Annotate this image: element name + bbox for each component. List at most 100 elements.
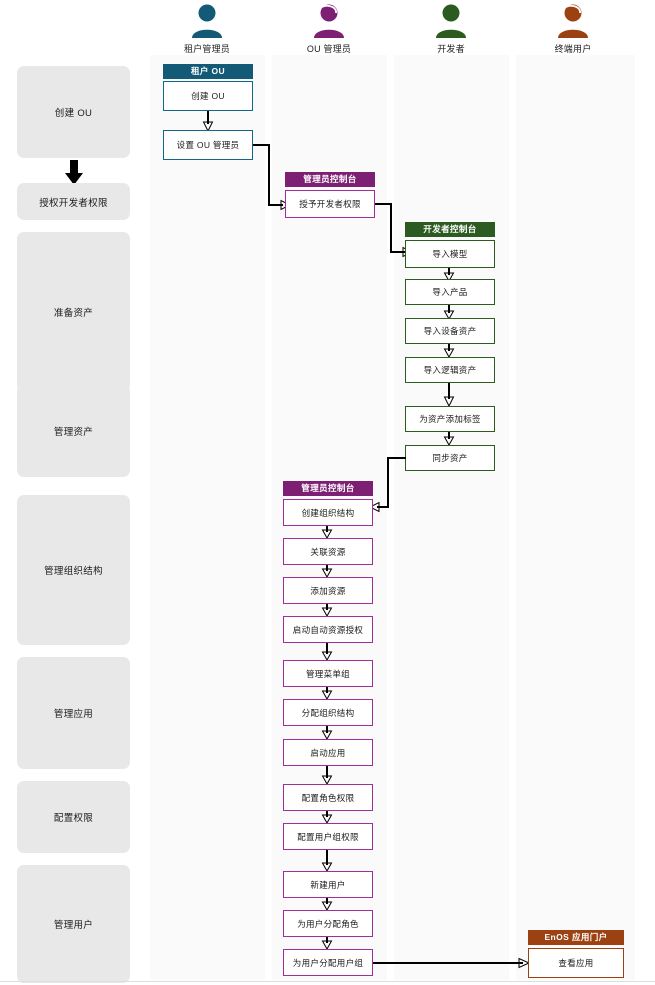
connector-create-user-to-assign-role-to-user [321,898,333,912]
node-launch-app[interactable]: 启动应用 [283,739,373,766]
connector-create-ou-to-set-ou-admin [202,111,214,133]
phase-label: 准备资产 [53,308,94,319]
node-grant-developer-permission[interactable]: 授予开发者权限 [285,190,375,218]
connector-configure-usergroup-permission-to-create-user [321,850,333,873]
node-set-ou-admin[interactable]: 设置 OU 管理员 [163,130,253,160]
node-enable-auto-resource-auth[interactable]: 启动自动资源授权 [283,616,373,643]
connector-create-org-structure-to-associate-resource [321,526,333,540]
connector-assign-org-structure-to-launch-app [321,726,333,741]
phase-configure-permissions: 配置权限 [17,781,130,853]
node-create-user[interactable]: 新建用户 [283,871,373,898]
lane-label: 租户管理员 [183,44,230,54]
node-label: 查看应用 [558,958,594,968]
lane-label: 终端用户 [554,44,592,54]
lane-header-developer: 开发者 [401,2,501,55]
phase-label: 管理组织结构 [44,566,103,577]
group-header-label: 租户 OU [190,66,226,76]
node-sync-asset[interactable]: 同步资产 [405,445,495,471]
node-label: 创建 OU [191,91,225,101]
phase-create-ou: 创建 OU [17,66,130,158]
node-label: 导入产品 [432,287,468,297]
node-label: 导入模型 [432,249,468,259]
node-label: 导入设备资产 [423,326,477,336]
connector-import-logical-asset-to-add-asset-tag [443,383,455,408]
connector-import-product-to-import-device-asset [443,305,455,321]
connector-enable-auto-resource-auth-to-manage-menu-group [321,643,333,662]
phase-label: 授权开发者权限 [39,197,108,209]
node-label: 新建用户 [310,879,346,890]
connector-assign-usergroup-to-user-to-view-app [373,957,531,969]
node-label: 设置 OU 管理员 [176,140,240,150]
connector-associate-resource-to-add-resource [321,565,333,579]
connector-add-resource-to-enable-auto-resource-auth [321,604,333,618]
group-header-label: 开发者控制台 [423,224,477,234]
lane-developer [394,55,509,980]
node-associate-resource[interactable]: 关联资源 [283,538,373,565]
group-header-developer-console: 开发者控制台 [405,222,495,237]
phase-grant-developer-permission: 授权开发者权限 [17,183,130,220]
node-manage-menu-group[interactable]: 管理菜单组 [283,660,373,687]
node-add-asset-tag[interactable]: 为资产添加标签 [405,406,495,432]
node-label: 分配组织结构 [301,707,355,718]
node-label: 为用户分配角色 [297,918,359,929]
person-icon [314,4,344,38]
group-header-admin-console-main: 管理员控制台 [283,481,373,496]
connector-import-device-asset-to-import-logical-asset [443,344,455,359]
lane-end-user [516,55,635,980]
lane-label: OU 管理员 [306,44,352,54]
connector-sync-asset-to-create-org-structure [368,457,406,513]
phase-manage-applications: 管理应用 [17,657,130,769]
node-label: 启动应用 [310,747,346,758]
phase-manage-org-structure: 管理组织结构 [17,495,130,645]
node-create-ou[interactable]: 创建 OU [163,81,253,111]
group-header-label: 管理员控制台 [301,483,355,493]
node-label: 配置用户组权限 [297,831,359,842]
group-header-enos-portal: EnOS 应用门户 [528,930,624,945]
person-icon [436,4,466,38]
node-import-model[interactable]: 导入模型 [405,240,495,268]
connector-assign-role-to-user-to-assign-usergroup-to-user [321,937,333,951]
bottom-divider [0,981,655,982]
node-assign-role-to-user[interactable]: 为用户分配角色 [283,910,373,937]
node-add-resource[interactable]: 添加资源 [283,577,373,604]
group-header-tenant-ou: 租户 OU [163,64,253,79]
phase-label: 管理用户 [53,920,94,931]
node-configure-usergroup-permission[interactable]: 配置用户组权限 [283,823,373,850]
node-label: 添加资源 [310,585,346,596]
connector-import-model-to-import-product [443,268,455,283]
group-header-label: 管理员控制台 [303,174,357,184]
node-label: 关联资源 [310,546,346,557]
node-import-device-asset[interactable]: 导入设备资产 [405,318,495,344]
node-create-org-structure[interactable]: 创建组织结构 [283,499,373,526]
person-icon [558,4,588,38]
phase-label: 管理应用 [53,709,94,720]
group-header-label: EnOS 应用门户 [544,932,608,942]
node-label: 为资产添加标签 [419,414,481,424]
node-label: 创建组织结构 [301,507,355,518]
down-arrow-icon [64,160,83,185]
node-label: 管理菜单组 [305,668,350,679]
person-icon [192,4,222,38]
node-label: 为用户分配用户组 [292,957,364,968]
node-import-product[interactable]: 导入产品 [405,279,495,305]
node-assign-org-structure[interactable]: 分配组织结构 [283,699,373,726]
group-header-admin-console-top: 管理员控制台 [285,172,375,187]
lane-header-tenant-admin: 租户管理员 [157,2,257,55]
node-label: 配置角色权限 [301,792,355,803]
node-configure-role-permission[interactable]: 配置角色权限 [283,784,373,811]
node-label: 同步资产 [432,453,468,463]
phase-arrow-down [0,160,147,186]
node-assign-usergroup-to-user[interactable]: 为用户分配用户组 [283,949,373,976]
connector-manage-menu-group-to-assign-org-structure [321,687,333,701]
lane-label: 开发者 [437,44,465,54]
phase-label: 管理资产 [53,427,94,438]
lane-header-ou-admin: OU 管理员 [279,2,379,55]
connector-launch-app-to-configure-role-permission [321,766,333,786]
lane-header-end-user: 终端用户 [523,2,623,55]
node-import-logical-asset[interactable]: 导入逻辑资产 [405,357,495,383]
connector-add-asset-tag-to-sync-asset [443,432,455,447]
phase-manage-assets: 管理资产 [17,385,130,477]
node-view-app[interactable]: 查看应用 [528,948,624,978]
node-label: 授予开发者权限 [299,199,361,209]
